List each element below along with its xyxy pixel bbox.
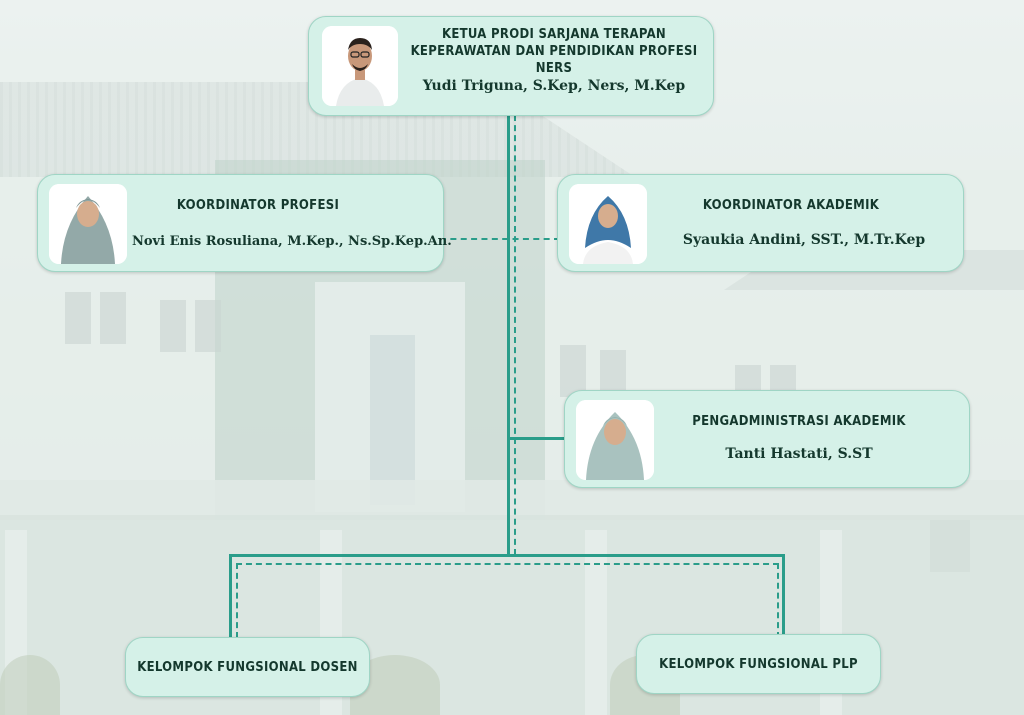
coordinator-profession-name: Novi Enis Rosuliana, M.Kep., Ns.Sp.Kep.A…: [132, 234, 452, 249]
academic-admin-name: Tanti Hastati, S.ST: [725, 446, 873, 462]
branch-admin-connector: [510, 437, 565, 440]
branch-coordinators-connector: [440, 238, 560, 240]
coordinator-profession-role: KOORDINATOR PROFESI: [176, 198, 340, 213]
group-lecturers-box: KELOMPOK FUNGSIONAL DOSEN: [125, 637, 370, 697]
academic-admin-role: PENGADMINISTRASI AKADEMIK: [692, 414, 906, 429]
coordinator-academic-name: Syaukia Andini, SST., M.Tr.Kep: [682, 232, 926, 248]
head-card: KETUA PRODI SARJANA TERAPAN KEPERAWATAN …: [308, 16, 714, 116]
group-left-dashed-drop: [236, 563, 238, 638]
group-bar-dashed-connector: [236, 563, 779, 565]
coordinator-academic-role: KOORDINATOR AKADEMIK: [702, 198, 880, 213]
trunk-dashed-connector: [514, 115, 516, 555]
coordinator-profession-photo: [49, 184, 127, 264]
head-role-line2: KEPERAWATAN DAN PENDIDIKAN PROFESI NERS: [410, 44, 698, 76]
coordinator-academic-photo: [569, 184, 647, 264]
coordinator-academic-card: KOORDINATOR AKADEMIK Syaukia Andini, SST…: [557, 174, 964, 272]
head-role-line1: KETUA PRODI SARJANA TERAPAN: [441, 27, 667, 42]
group-plp-label: KELOMPOK FUNGSIONAL PLP: [659, 656, 858, 672]
group-plp-box: KELOMPOK FUNGSIONAL PLP: [636, 634, 881, 694]
academic-admin-card: PENGADMINISTRASI AKADEMIK Tanti Hastati,…: [564, 390, 970, 488]
trunk-connector: [507, 115, 510, 555]
coordinator-profession-card: KOORDINATOR PROFESI Novi Enis Rosuliana,…: [37, 174, 452, 272]
group-right-dashed-drop: [777, 563, 779, 638]
academic-admin-photo: [576, 400, 654, 480]
head-photo: [322, 26, 398, 106]
group-right-drop: [782, 554, 785, 638]
group-bar-connector: [229, 554, 785, 557]
head-name: Yudi Triguna, S.Kep, Ners, M.Kep: [422, 78, 686, 94]
group-left-drop: [229, 554, 232, 638]
group-lecturers-label: KELOMPOK FUNGSIONAL DOSEN: [137, 659, 358, 675]
